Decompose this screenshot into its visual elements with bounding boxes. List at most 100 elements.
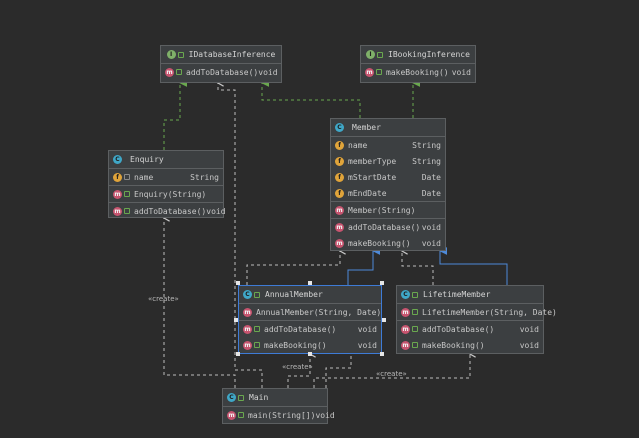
resize-handle-tl[interactable] (236, 281, 240, 285)
class-annualmember[interactable]: C AnnualMember m AnnualMember(String, Da… (238, 285, 382, 354)
realization-member-idb (261, 79, 361, 118)
method-icon: m (401, 340, 410, 350)
resize-handle-bc[interactable] (308, 352, 312, 356)
method-row[interactable]: m addToDatabase() void (239, 321, 381, 337)
field-row[interactable]: f name String (331, 137, 445, 153)
generalization-lifetime-member (439, 247, 508, 285)
constructor-row[interactable]: m AnnualMember(String, Date) (239, 304, 381, 320)
realization-lifetime-member-dashed (402, 251, 434, 285)
field-icon: f (335, 188, 344, 198)
constructor-row[interactable]: m LifetimeMember(String, Date) (397, 304, 557, 320)
field-row[interactable]: f name String (109, 169, 223, 185)
method-type: void (258, 67, 278, 77)
methods-section: m addToDatabase() void (161, 64, 281, 80)
field-name: mStartDate (348, 172, 397, 182)
public-lock-icon (124, 208, 130, 214)
method-row[interactable]: m makeBooking() void (361, 64, 475, 80)
public-lock-icon (412, 309, 418, 315)
interface-idatabaseinference[interactable]: I IDatabaseInference m addToDatabase() v… (160, 45, 282, 83)
methods-section: m addToDatabase() void m makeBooking() v… (331, 219, 445, 251)
methods-section: m addToDatabase() void m makeBooking() v… (397, 321, 543, 353)
field-row[interactable]: f mStartDate Date (331, 169, 445, 185)
method-type: void (421, 222, 441, 232)
create-label-enquiry: «create» (148, 295, 179, 303)
dep-main-annual (287, 354, 310, 388)
method-row[interactable]: m addToDatabase() void (331, 219, 445, 235)
method-icon: m (243, 324, 252, 334)
method-name: addToDatabase() (422, 324, 495, 334)
field-type: String (190, 172, 219, 182)
method-row[interactable]: m makeBooking() void (397, 337, 543, 353)
constructors-section: m AnnualMember(String, Date) (239, 304, 381, 321)
method-name: makeBooking() (422, 340, 485, 350)
method-row[interactable]: m addToDatabase() void (161, 64, 281, 80)
resize-handle-mr[interactable] (382, 318, 386, 322)
method-row[interactable]: m makeBooking() void (331, 235, 445, 251)
methods-section: m addToDatabase() void m makeBooking() v… (239, 321, 381, 353)
field-row[interactable]: f memberType String (331, 153, 445, 169)
public-lock-icon (254, 326, 260, 332)
class-main[interactable]: C Main m main(String[]) void (222, 388, 335, 424)
field-type: String (412, 140, 441, 150)
node-header: C LifetimeMember (397, 286, 543, 304)
field-icon: f (335, 140, 344, 150)
method-row[interactable]: m addToDatabase() void (109, 203, 226, 219)
node-title: LifetimeMember (423, 290, 491, 299)
method-name: makeBooking() (386, 67, 449, 77)
dep-main-enquiry (164, 218, 236, 388)
field-row[interactable]: f mEndDate Date (331, 185, 445, 201)
constructors-section: m Enquiry(String) (109, 186, 223, 203)
resize-handle-ml[interactable] (234, 318, 238, 322)
method-type: void (451, 67, 471, 77)
constructor-name: AnnualMember(String, Date) (256, 307, 382, 317)
field-name: name (348, 140, 368, 150)
method-name: addToDatabase() (348, 222, 421, 232)
public-lock-icon (176, 69, 182, 75)
constructor-name: LifetimeMember(String, Date) (422, 307, 557, 317)
public-lock-icon (377, 51, 384, 58)
method-icon: m (335, 205, 344, 215)
method-row[interactable]: m main(String[]) void (223, 407, 335, 423)
create-label-lifetime: «create» (376, 370, 407, 378)
resize-handle-bl[interactable] (236, 352, 240, 356)
public-lock-icon (238, 394, 244, 401)
resize-handle-tr[interactable] (380, 281, 384, 285)
node-title: Main (249, 393, 269, 402)
public-lock-icon (238, 412, 244, 418)
interface-ibookinginference[interactable]: I IBookingInference m makeBooking() void (360, 45, 476, 83)
node-header: C Enquiry (109, 151, 223, 169)
interface-icon: I (166, 50, 176, 59)
class-icon: C (401, 290, 410, 299)
constructor-row[interactable]: m Enquiry(String) (109, 186, 223, 202)
constructors-section: m Member(String) (331, 202, 445, 219)
class-lifetimemember[interactable]: C LifetimeMember m LifetimeMember(String… (396, 285, 557, 354)
constructor-name: Member(String) (348, 205, 416, 215)
constructors-section: m LifetimeMember(String, Date) (397, 304, 557, 321)
method-name: addToDatabase() (264, 324, 337, 334)
method-icon: m (113, 189, 122, 199)
method-icon: m (243, 340, 252, 350)
realization-annual-member-dashed (246, 251, 340, 285)
node-title: IBookingInference (388, 50, 470, 59)
field-type: Date (421, 172, 441, 182)
resize-handle-br[interactable] (380, 352, 384, 356)
method-row[interactable]: m makeBooking() void (239, 337, 381, 353)
public-lock-icon (376, 69, 382, 75)
methods-section: m main(String[]) void (223, 407, 335, 423)
method-icon: m (365, 67, 374, 77)
method-icon: m (113, 206, 122, 216)
constructor-row[interactable]: m Member(String) (331, 202, 445, 218)
fields-section: f name String f memberType String f mSta… (331, 137, 445, 202)
node-title: IDatabaseInference (188, 50, 276, 59)
node-header: C Main (223, 389, 327, 407)
public-lock-icon (254, 342, 260, 348)
resize-handle-tc[interactable] (308, 281, 312, 285)
method-row[interactable]: m addToDatabase() void (397, 321, 543, 337)
method-icon: m (401, 307, 410, 317)
field-type: String (412, 156, 441, 166)
class-enquiry[interactable]: C Enquiry f name String m Enquiry(String… (108, 150, 226, 219)
class-member[interactable]: C Member f name String f memberType Stri… (330, 118, 446, 251)
method-icon: m (401, 324, 410, 334)
method-type: void (421, 238, 441, 248)
constructor-name: Enquiry(String) (134, 189, 207, 199)
